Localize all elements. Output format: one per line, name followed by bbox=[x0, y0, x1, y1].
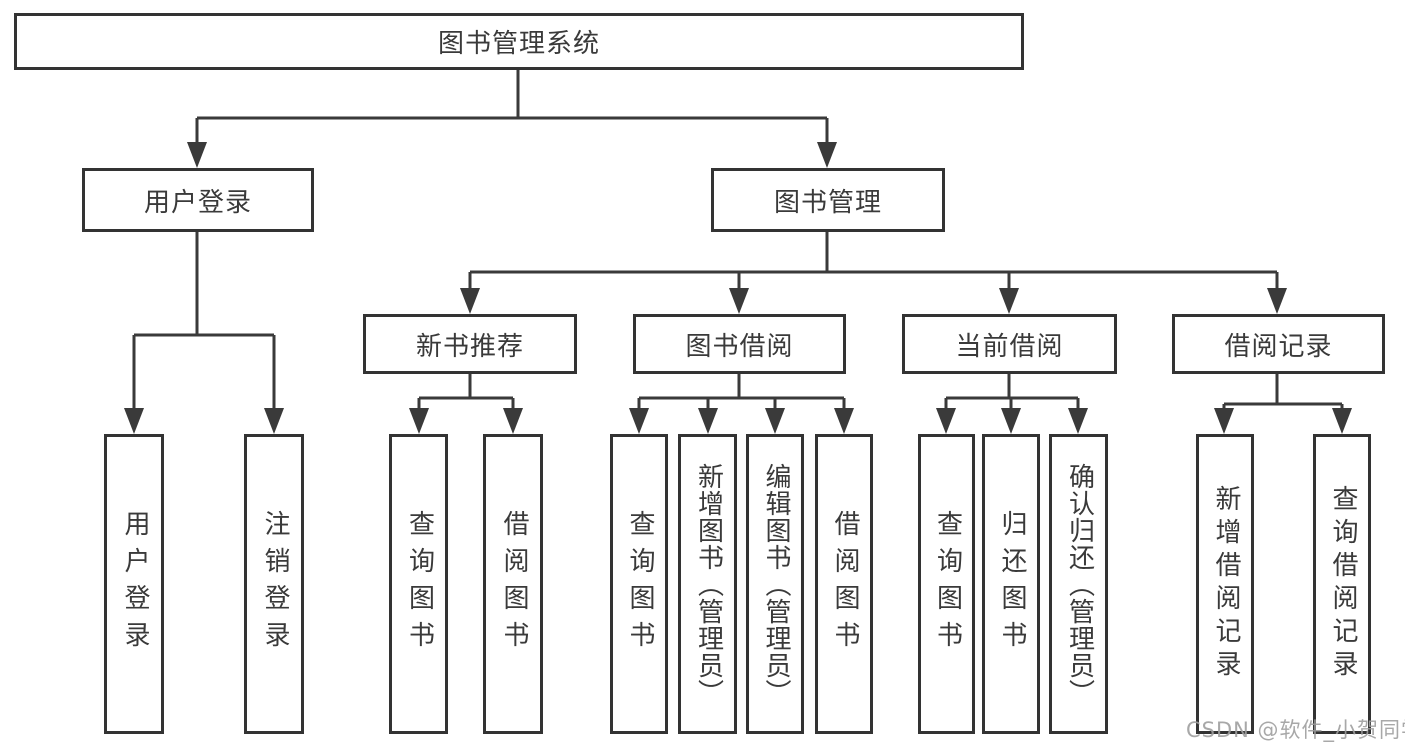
leaf-borrow-borrow-books: 借阅图书 bbox=[815, 434, 873, 734]
leaf-label: 查询借阅记录 bbox=[1327, 485, 1358, 683]
node-label: 图书借阅 bbox=[685, 331, 794, 362]
leaf-confirm-return-admin: 确认归还（管理员） bbox=[1049, 434, 1108, 734]
leaf-label: 查询图书 bbox=[624, 510, 655, 658]
leaf-label: 新增图书（管理员） bbox=[693, 462, 724, 706]
leaf-label: 用户登录 bbox=[119, 510, 150, 658]
node-new-book-recommend: 新书推荐 bbox=[363, 314, 577, 374]
csdn-watermark: CSDN @软件_小贺同学 bbox=[1186, 718, 1405, 742]
leaf-rec-query-books: 查询图书 bbox=[389, 434, 448, 734]
node-label: 用户登录 bbox=[143, 187, 252, 218]
node-book-management: 图书管理 bbox=[711, 168, 945, 232]
node-label: 图书管理系统 bbox=[437, 29, 600, 59]
node-label: 图书管理 bbox=[773, 187, 882, 218]
leaf-logout: 注销登录 bbox=[244, 434, 304, 734]
leaf-add-borrow-record: 新增借阅记录 bbox=[1196, 434, 1254, 734]
connector-cur-borrow bbox=[936, 374, 1088, 434]
leaf-label: 新增借阅记录 bbox=[1210, 485, 1241, 683]
node-user-login: 用户登录 bbox=[82, 168, 314, 232]
leaf-label: 借阅图书 bbox=[829, 510, 860, 658]
connector-root-to-level2 bbox=[187, 70, 837, 168]
node-library-system: 图书管理系统 bbox=[14, 13, 1024, 70]
leaf-add-books-admin: 新增图书（管理员） bbox=[678, 434, 737, 734]
leaf-cur-query-books: 查询图书 bbox=[918, 434, 975, 734]
node-label: 新书推荐 bbox=[415, 331, 524, 362]
connector-new-rec bbox=[409, 374, 523, 434]
leaf-label: 查询图书 bbox=[932, 510, 963, 658]
leaf-edit-books-admin: 编辑图书（管理员） bbox=[746, 434, 804, 734]
leaf-label: 查询图书 bbox=[404, 510, 435, 658]
node-label: 借阅记录 bbox=[1224, 331, 1333, 362]
node-current-borrowing: 当前借阅 bbox=[902, 314, 1117, 374]
leaf-query-borrow-record: 查询借阅记录 bbox=[1313, 434, 1371, 734]
connector-book-borrow bbox=[629, 374, 854, 434]
connector-book-mgmt bbox=[460, 232, 1287, 314]
leaf-user-login: 用户登录 bbox=[104, 434, 164, 734]
leaf-borrow-query-books: 查询图书 bbox=[610, 434, 668, 734]
node-borrowing-records: 借阅记录 bbox=[1172, 314, 1385, 374]
leaf-label: 归还图书 bbox=[996, 510, 1027, 658]
leaf-label: 借阅图书 bbox=[498, 510, 529, 658]
leaf-label: 编辑图书（管理员） bbox=[760, 462, 791, 706]
connector-user-login bbox=[124, 232, 284, 434]
leaf-rec-borrow-books: 借阅图书 bbox=[483, 434, 543, 734]
node-label: 当前借阅 bbox=[955, 331, 1064, 362]
node-book-borrowing: 图书借阅 bbox=[633, 314, 846, 374]
leaf-label: 确认归还（管理员） bbox=[1064, 462, 1095, 706]
leaf-label: 注销登录 bbox=[259, 510, 290, 658]
leaf-return-books: 归还图书 bbox=[982, 434, 1040, 734]
connector-borrow-rec bbox=[1214, 374, 1352, 434]
